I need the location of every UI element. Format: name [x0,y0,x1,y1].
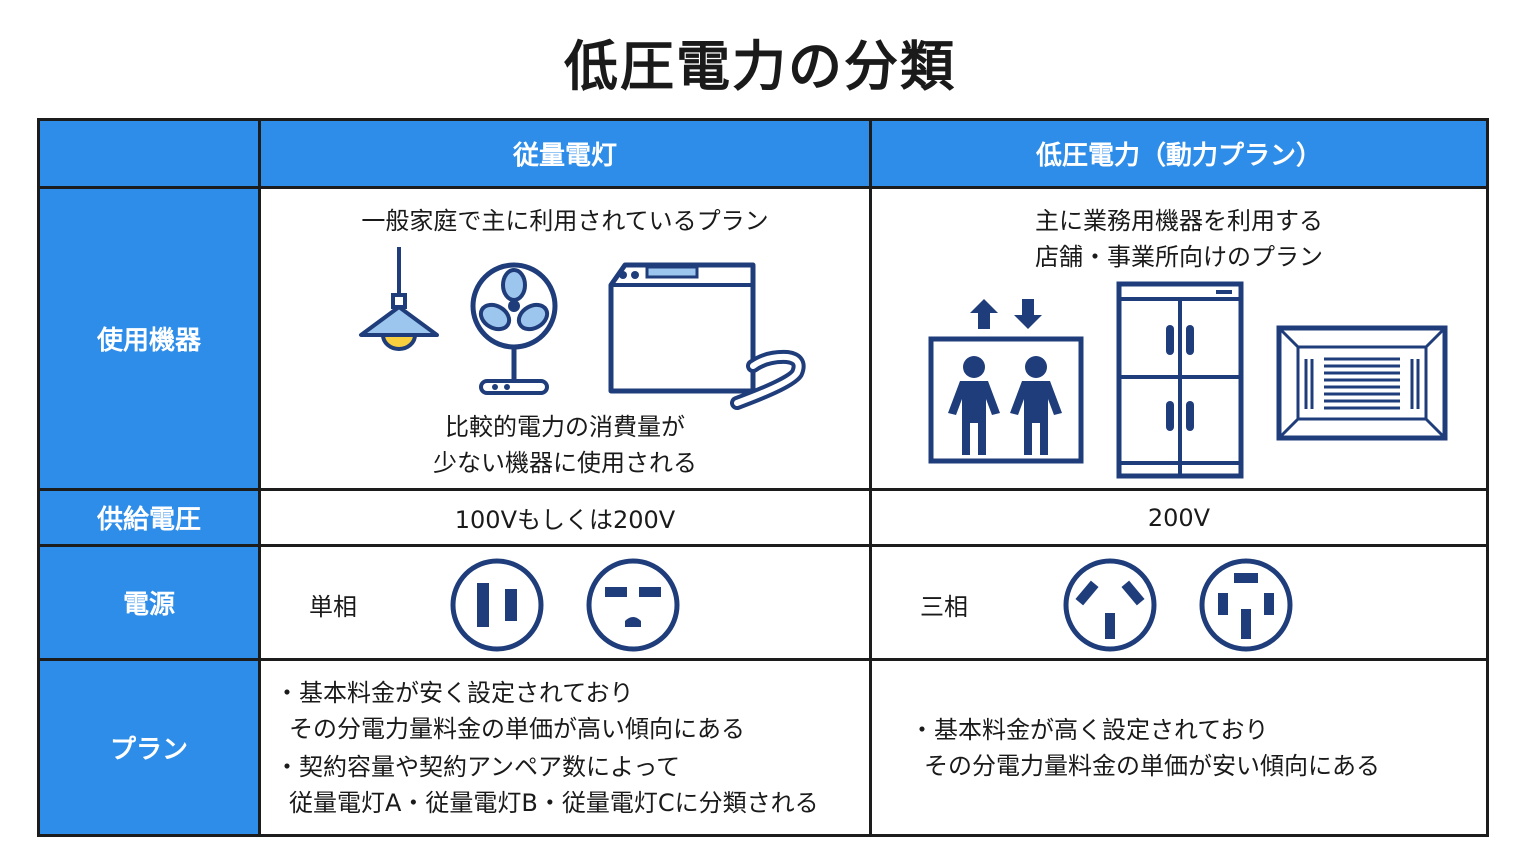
equipment-row: 使用機器 一般家庭で主に利用されているプラン [37,186,1489,491]
equipment-col2-top-text-2: 店舗・事業所向けのプラン [1035,243,1323,271]
three-phase-label: 三相 [920,593,968,621]
plan-bullet: ・契約容量や契約アンペア数によって 従量電灯A・従量電灯B・従量電灯Cに分類され… [275,749,869,821]
plan-bullet-line: ・契約容量や契約アンペア数によって [275,752,681,781]
corner-cell [37,118,261,189]
voltage-row: 供給電圧 100Vもしくは200V 200V [37,488,1489,547]
three-phase-outlet-icon [1063,558,1157,652]
column-header-meter-rate: 従量電灯 [258,118,872,189]
two-slot-outlet-icon [450,558,544,652]
face-outlet-icon [586,558,680,652]
column-header-low-voltage-power: 低圧電力（動力プラン） [869,118,1489,189]
power-low-voltage-cell: 三相 [869,544,1489,661]
washing-machine-icon [608,262,806,410]
voltage-low-voltage: 200V [869,488,1489,547]
power-meter-rate-cell: 単相 [258,544,872,661]
classification-table: 従量電灯 低圧電力（動力プラン） 使用機器 一般家庭で主に利用されているプラン [37,118,1489,837]
row-label-power-source: 電源 [37,544,261,661]
equipment-meter-rate-cell: 一般家庭で主に利用されているプラン [258,186,872,491]
plan-row: プラン ・基本料金が安く設定されており その分電力量料金の単価が高い傾向にある … [37,658,1489,837]
single-phase-label: 単相 [309,593,357,621]
equipment-col1-bottom-text-1: 比較的電力の消費量が [445,413,685,441]
commercial-refrigerator-icon [1116,281,1244,479]
ceiling-air-conditioner-icon [1276,325,1448,441]
equipment-col2-top-text-1: 主に業務用機器を利用する [1035,207,1323,235]
row-label-plan: プラン [37,658,261,837]
row-label-voltage: 供給電圧 [37,488,261,547]
plan-bullet: ・基本料金が高く設定されており その分電力量料金の単価が安い傾向にある [910,712,1486,784]
plan-bullet-line: ・基本料金が安く設定されており [275,678,634,707]
power-row: 電源 単相 三相 [37,544,1489,661]
plan-bullet-line: その分電力量料金の単価が安い傾向にある [924,751,1380,780]
plan-low-voltage-list: ・基本料金が高く設定されており その分電力量料金の単価が安い傾向にある [872,712,1486,784]
equipment-col1-top-text: 一般家庭で主に利用されているプラン [361,207,769,235]
plan-meter-rate-cell: ・基本料金が安く設定されており その分電力量料金の単価が高い傾向にある ・契約容… [258,658,872,837]
header-row: 従量電灯 低圧電力（動力プラン） [37,118,1489,189]
elevator-icon [928,299,1084,464]
voltage-meter-rate: 100Vもしくは200V [258,488,872,547]
plan-bullet: ・基本料金が安く設定されており その分電力量料金の単価が高い傾向にある [275,675,869,747]
equipment-col1-bottom-text-2: 少ない機器に使用される [433,449,697,477]
plan-bullet-line: 従量電灯A・従量電灯B・従量電灯Cに分類される [289,788,819,817]
plan-bullet-line: ・基本料金が高く設定されており [910,715,1269,744]
plan-low-voltage-cell: ・基本料金が高く設定されており その分電力量料金の単価が安い傾向にある [869,658,1489,837]
equipment-low-voltage-cell: 主に業務用機器を利用する 店舗・事業所向けのプラン [869,186,1489,491]
three-phase-outlet-alt-icon [1199,558,1293,652]
row-label-equipment: 使用機器 [37,186,261,491]
electric-fan-icon [470,262,558,395]
page-title: 低圧電力の分類 [564,35,956,98]
pendant-lamp-icon [359,247,439,351]
plan-meter-rate-list: ・基本料金が安く設定されており その分電力量料金の単価が高い傾向にある ・契約容… [261,675,869,821]
plan-bullet-line: その分電力量料金の単価が高い傾向にある [289,714,745,743]
